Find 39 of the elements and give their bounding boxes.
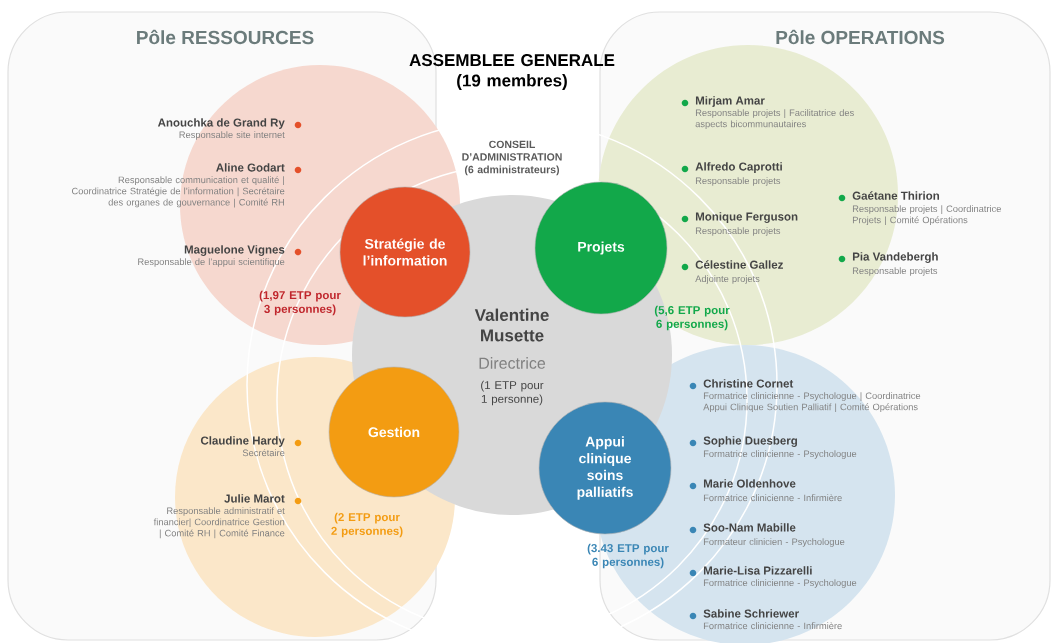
person-name: Marie Oldenhove xyxy=(703,479,796,488)
role-text: Responsable administratif et financier| Coordinatrice Gestion | Comité RH | Comité Finance xyxy=(153,507,285,539)
person-name: Sabine Schriewer xyxy=(703,609,799,618)
person-name: Gaétane Thirion xyxy=(852,191,940,200)
person-name: Aline Godart xyxy=(216,163,285,172)
role-text: Formatrice clinicienne - Infirmière xyxy=(703,622,842,630)
role-text: Responsable projets | Coordinatrice Projets | Comité Opérations xyxy=(852,205,1001,226)
person-name: Claudine Hardy xyxy=(200,436,285,447)
person-name: Anouchka de Grand Ry xyxy=(157,118,285,129)
role-text: Formatrice clinicienne - Psychologue xyxy=(703,450,857,459)
person-name: Pia Vandebergh xyxy=(852,252,938,263)
role-text: Adjointe projets xyxy=(695,275,760,284)
role-text: Formatrice clinicienne - Psychologue | Coordinatrice Appui Clinique Soutien Palliatif | Comité Opérations xyxy=(703,392,921,413)
person-name: Marie-Lisa Pizzarelli xyxy=(703,566,812,575)
person-name: Mirjam Amar xyxy=(695,96,765,107)
person-name: Sophie Duesberg xyxy=(703,436,797,447)
role-text: Responsable communication et qualité | Coordinatrice Stratégie de l’information | Secrétaire des organes de gouvernance | Comité RH xyxy=(71,176,285,208)
role-text: Responsable projets | Facilitatrice des aspects bicommunautaires xyxy=(695,109,854,130)
person-name: Alfredo Caprotti xyxy=(695,162,782,173)
role-text: Responsable projets xyxy=(695,227,781,236)
person-name: Monique Ferguson xyxy=(695,212,798,223)
fte-note: (1,97 ETP pour 3 personnes) xyxy=(259,290,341,316)
person-name: Soo-Nam Mabille xyxy=(703,523,796,532)
role-text: Responsable projets xyxy=(695,177,781,186)
role-text: Responsable site internet xyxy=(179,131,285,140)
role-text: Formateur clinicien - Psychologue xyxy=(703,538,845,547)
role-text: Secrétaire xyxy=(242,449,285,457)
role-text: Responsable de l’appui scientifique xyxy=(138,258,285,267)
role-text: Responsable projets xyxy=(852,267,938,276)
person-name: Maguelone Vignes xyxy=(184,245,285,256)
role-text: Formatrice clinicienne - Infirmière xyxy=(703,494,842,502)
person-name: Célestine Gallez xyxy=(695,260,783,269)
node-label: ASSEMBLEE GENERALE (19 membres) xyxy=(409,54,615,90)
fte-note: (3.43 ETP pour 6 personnes) xyxy=(587,543,669,569)
person-name: Julie Marot xyxy=(224,494,285,503)
fte-note: (2 ETP pour 2 personnes) xyxy=(331,512,403,538)
node-label: CONSEIL D’ADMINISTRATION xyxy=(462,140,562,161)
role-text: Formatrice clinicienne - Psychologue xyxy=(703,579,857,588)
person-name: Christine Cornet xyxy=(703,379,794,388)
